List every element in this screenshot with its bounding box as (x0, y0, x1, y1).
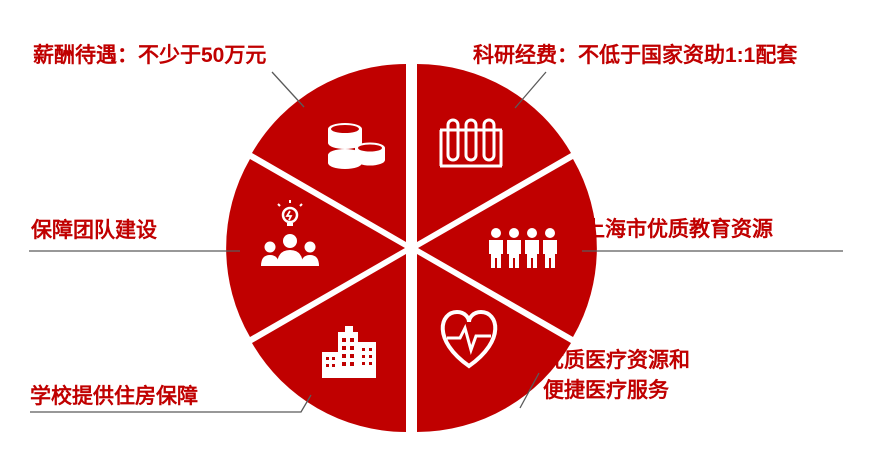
leader-salary (271, 71, 305, 108)
wedge-team (226, 159, 405, 337)
people-group-icon (489, 228, 557, 268)
pie-wedges (226, 64, 597, 432)
test-tubes-icon (439, 118, 503, 168)
team-idea-icon (261, 200, 319, 266)
leader-medical (519, 372, 540, 409)
label-medical-line-2: 便捷医疗服务 (543, 378, 670, 402)
wedge-housing (252, 254, 406, 432)
leader-lines (29, 71, 843, 413)
label-salary: 薪酬待遇：不少于50万元 (33, 43, 266, 67)
label-research: 科研经费：不低于国家资助1:1配套 (473, 43, 797, 67)
coin-stack-icon (328, 123, 385, 169)
label-education: 上海市优质教育资源 (584, 217, 773, 241)
heart-pulse-icon (440, 309, 498, 369)
leader-research (514, 71, 547, 109)
buildings-icon (322, 326, 376, 378)
label-housing: 学校提供住房保障 (30, 384, 198, 408)
label-team: 保障团队建设 (30, 218, 157, 242)
label-medical-line-1: 优质医疗资源和 (543, 348, 690, 372)
leader-housing (30, 394, 312, 413)
wedge-medical (417, 254, 571, 432)
segment-labels: 薪酬待遇：不少于50万元 科研经费：不低于国家资助1:1配套 上海市优质教育资源… (30, 43, 797, 408)
